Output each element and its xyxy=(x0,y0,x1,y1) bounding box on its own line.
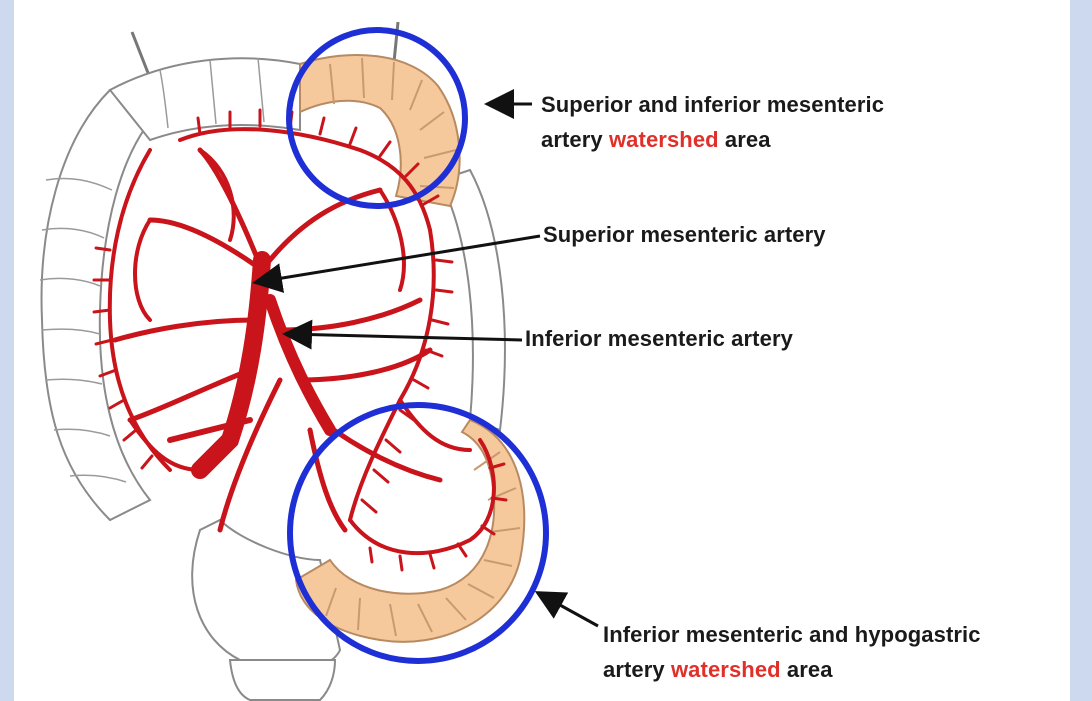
label-sup-inf-watershed-line1: Superior and inferior mesenteric xyxy=(541,87,884,122)
label-inf-hypo-watershed-suffix: area xyxy=(781,657,833,682)
label-sup-inf-watershed-line2: artery watershed area xyxy=(541,122,884,157)
label-sup-inf-watershed: Superior and inferior mesenteric artery … xyxy=(541,87,884,157)
arrow-lower-watershed xyxy=(540,594,598,626)
label-inf-hypo-watershed-emphasis: watershed xyxy=(671,657,781,682)
label-sup-inf-watershed-emphasis: watershed xyxy=(609,127,719,152)
label-sup-inf-watershed-prefix: artery xyxy=(541,127,609,152)
label-inferior-mesenteric-artery: Inferior mesenteric artery xyxy=(525,321,793,356)
label-inf-hypo-watershed-prefix: artery xyxy=(603,657,671,682)
label-inf-hypo-watershed-line2: artery watershed area xyxy=(603,652,981,687)
label-inf-hypo-watershed-line1: Inferior mesenteric and hypogastric xyxy=(603,617,981,652)
label-sup-inf-watershed-suffix: area xyxy=(719,127,771,152)
label-inf-hypo-watershed: Inferior mesenteric and hypogastric arte… xyxy=(603,617,981,687)
label-superior-mesenteric-artery: Superior mesenteric artery xyxy=(543,217,826,252)
